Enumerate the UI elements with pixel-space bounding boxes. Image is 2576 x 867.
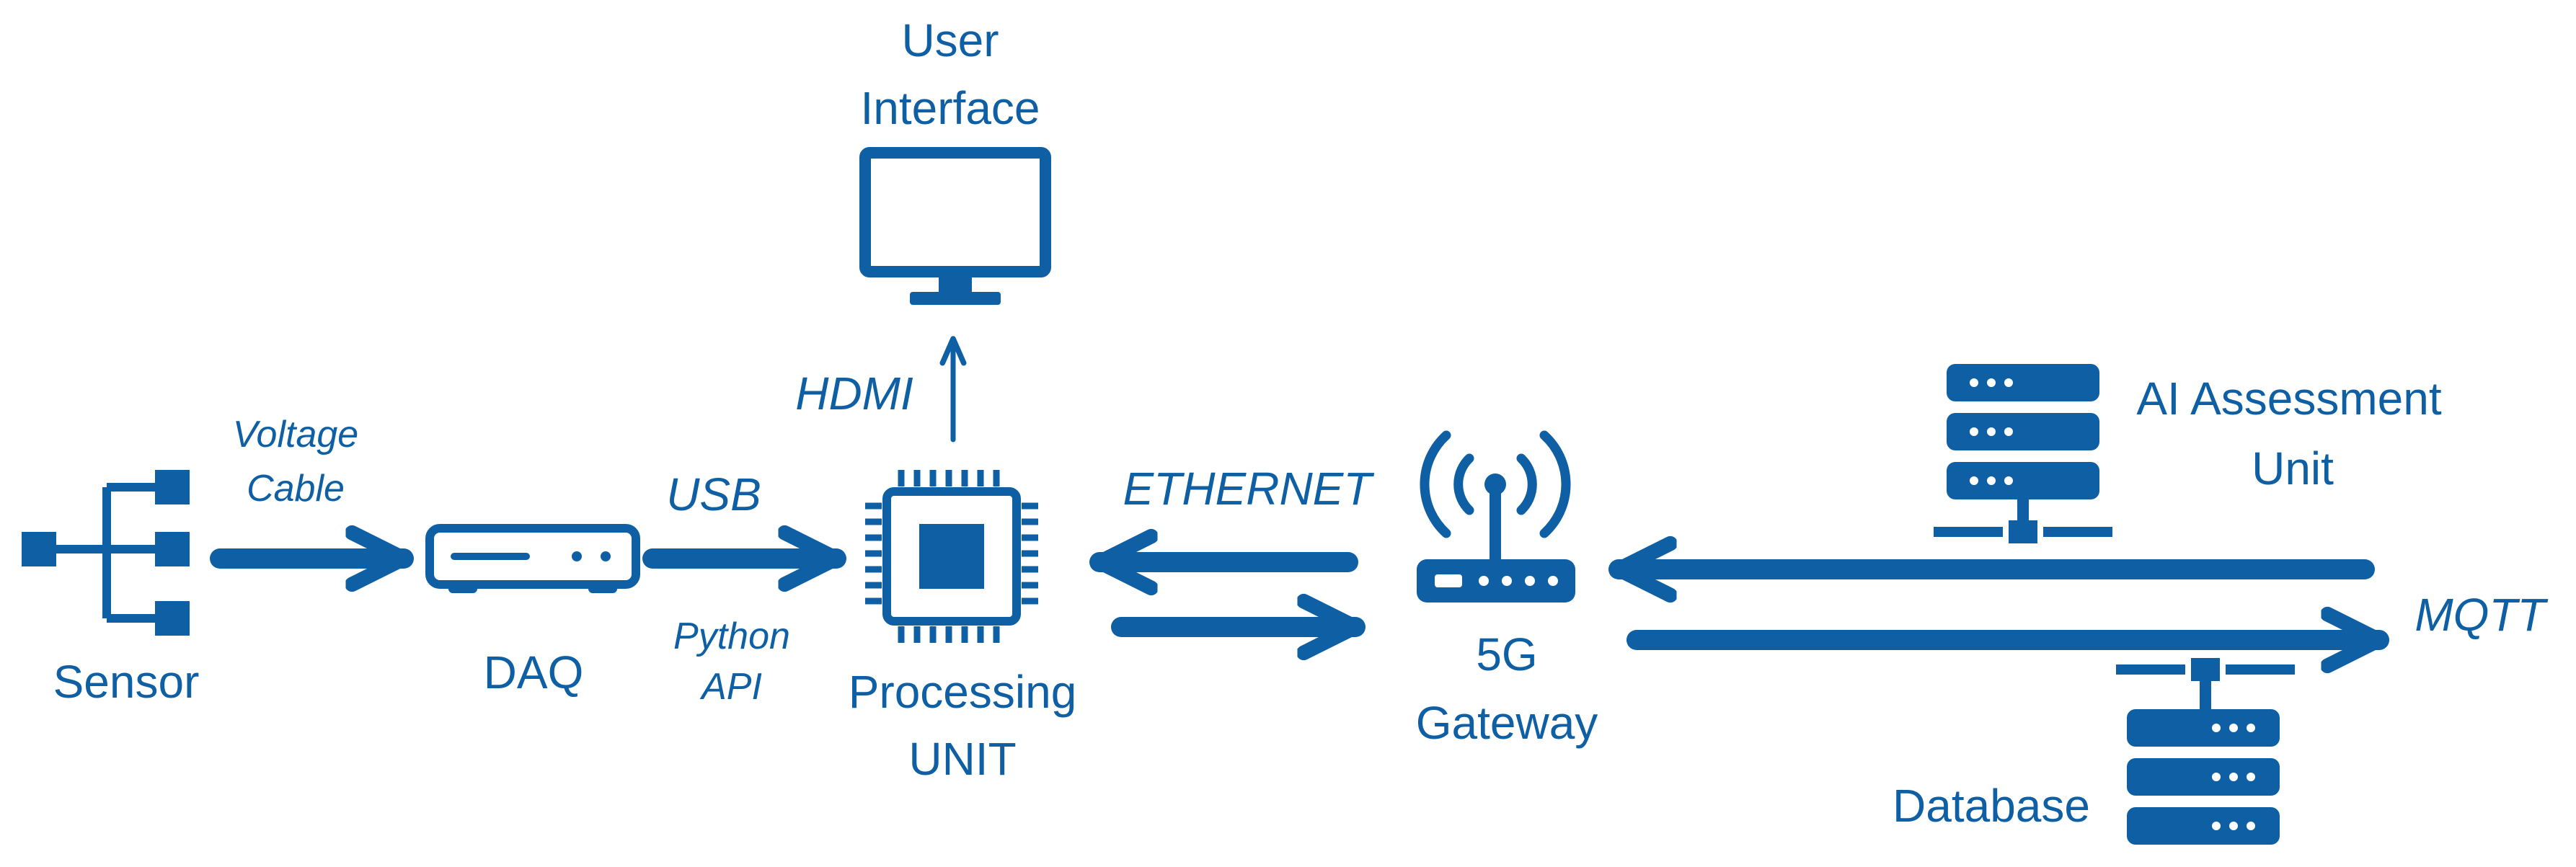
edge-label-cable: Cable	[247, 468, 345, 510]
sensor-tree-icon	[22, 470, 190, 636]
monitor-icon	[859, 147, 1051, 305]
edge-label-usb: USB	[666, 468, 761, 520]
database-label: Database	[1893, 780, 2090, 832]
edge-label-ethernet: ETHERNET	[1123, 463, 1375, 515]
sensor-label: Sensor	[53, 656, 200, 708]
gateway-label-line2: Gateway	[1416, 697, 1598, 749]
ai-unit-label-line2: Unit	[2252, 443, 2334, 494]
cpu-chip-icon	[865, 470, 1038, 643]
ui-label-line1: User	[901, 14, 999, 66]
edge-label-hdmi: HDMI	[795, 368, 913, 419]
processing-label-line2: UNIT	[908, 733, 1016, 785]
edge-label-python: Python	[673, 615, 790, 657]
processing-label-line1: Processing	[849, 666, 1077, 718]
edge-label-voltage: Voltage	[233, 414, 358, 455]
gateway-label-line1: 5G	[1476, 628, 1537, 680]
edge-label-api: API	[699, 666, 762, 708]
server-stack-icon	[1934, 364, 2112, 543]
edge-label-mqtt: MQTT	[2415, 589, 2548, 641]
daq-label: DAQ	[484, 646, 584, 698]
daq-device-icon	[425, 524, 640, 593]
wireless-router-icon	[1417, 430, 1575, 603]
ui-label-line2: Interface	[860, 82, 1040, 134]
ai-unit-label-line1: AI Assessment	[2136, 373, 2442, 424]
server-stack-icon	[2116, 658, 2295, 845]
